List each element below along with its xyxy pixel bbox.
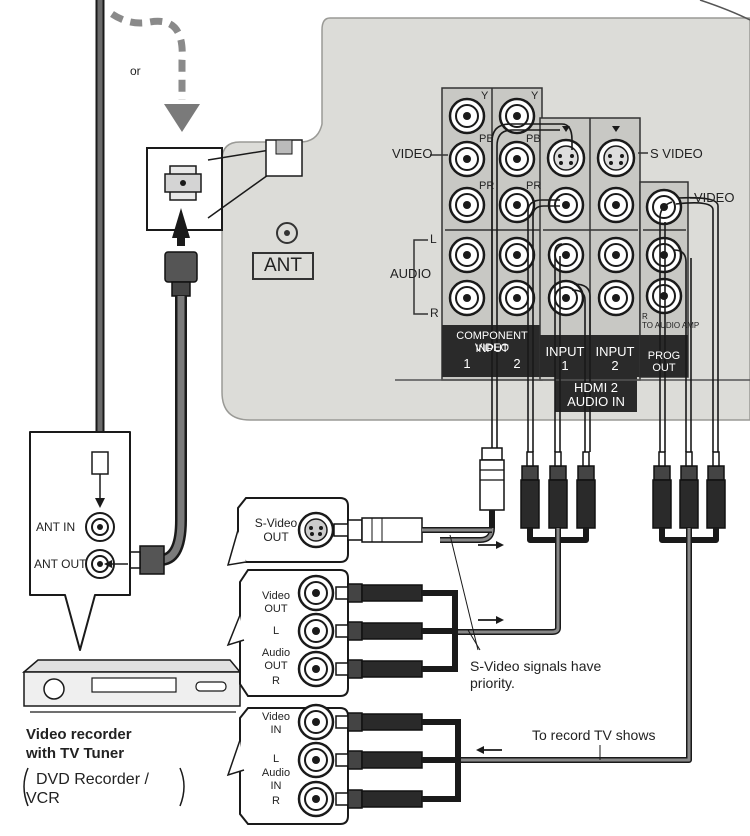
audio-out-l-label: L	[272, 625, 280, 637]
ant-in-label: ANT IN	[36, 520, 76, 534]
arrow-left-icon	[476, 746, 502, 754]
svideo-priority-note: S-Video signals have priority.	[470, 658, 602, 691]
component-input-label: INPUT	[475, 343, 509, 355]
device-title-line1: Video recorder	[26, 726, 132, 743]
device-title-line2: with TV Tuner	[26, 745, 125, 762]
audio-in-label: Audio IN	[261, 767, 291, 792]
audio-l-label: L	[430, 232, 437, 246]
or-label: or	[130, 64, 141, 78]
video-right-label: VIDEO	[694, 190, 735, 205]
svideo-out-label: S-Video OUT	[254, 516, 298, 544]
record-tv-note: To record TV shows	[532, 727, 656, 743]
component-video-label: COMPONENT VIDEO	[456, 330, 528, 354]
svideo-label: S VIDEO	[650, 146, 703, 161]
pr-label-1: PR	[479, 180, 495, 192]
audio-out-label: Audio OUT	[261, 647, 291, 672]
video-out-label: Video OUT	[262, 590, 290, 615]
pb-label-1: PB	[479, 133, 494, 145]
audio-r-label: R	[430, 306, 439, 320]
to-audio-amp-label: R TO AUDIO AMP	[642, 312, 700, 330]
component-1-label: 1	[463, 356, 471, 371]
arrow-right-icon	[478, 541, 504, 549]
audio-label: AUDIO	[390, 266, 432, 281]
component-2-label: 2	[513, 356, 521, 371]
prog-out-label: PROG OUT	[647, 350, 681, 374]
video-in-label: Video IN	[262, 711, 290, 736]
video-label: VIDEO	[392, 146, 433, 161]
ant-out-label: ANT OUT	[34, 557, 87, 571]
audio-out-r-label: R	[272, 675, 280, 687]
device-subtitle-line1: DVD Recorder /	[36, 771, 149, 788]
pr-label-2: PR	[526, 180, 542, 192]
hdmi2-audio-in-label: HDMI 2 AUDIO IN	[567, 380, 625, 409]
pb-label-2: PB	[526, 133, 541, 145]
device-subtitle-line2: VCR	[26, 790, 60, 807]
y-label-2: Y	[531, 90, 539, 102]
dashed-arrow-icon	[110, 11, 186, 100]
y-label-1: Y	[481, 90, 489, 102]
audio-in-l-label: L	[272, 753, 280, 765]
audio-in-r-label: R	[272, 795, 280, 807]
arrow-right-icon	[478, 616, 504, 624]
input-2-label: INPUT 2	[595, 344, 635, 373]
ant-label: ANT	[252, 252, 314, 280]
input-1-label: INPUT 1	[545, 344, 585, 373]
